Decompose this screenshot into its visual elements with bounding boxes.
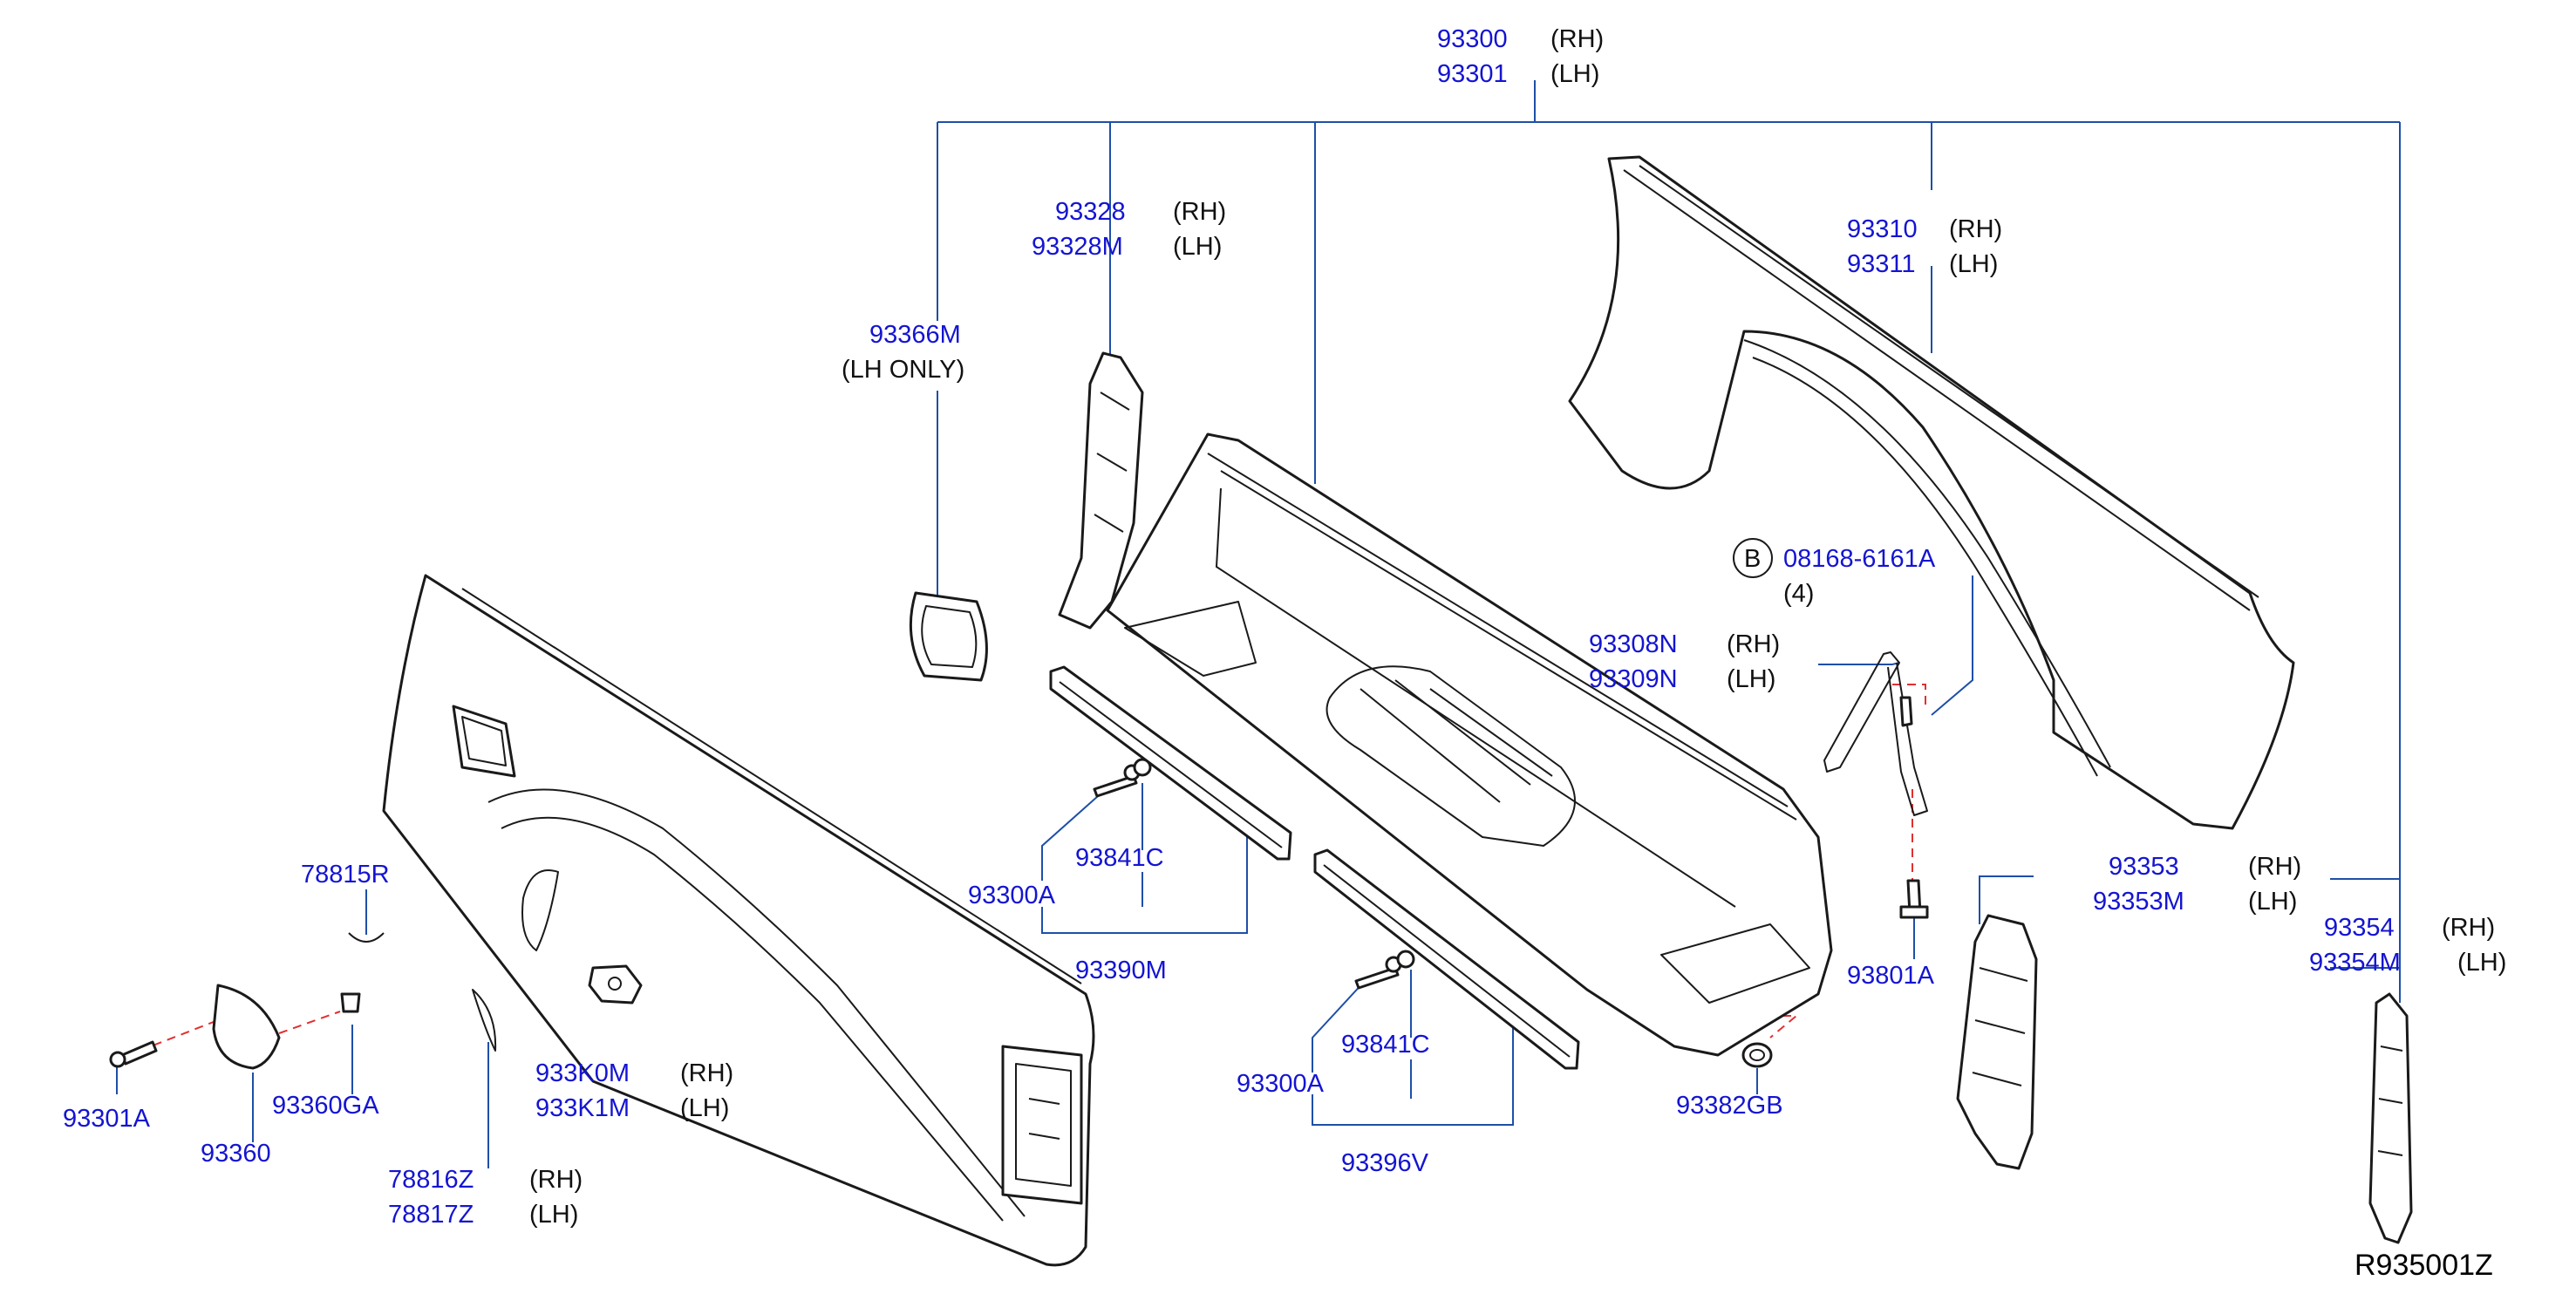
quantity-08168-6161A: (4) [1783, 580, 1814, 608]
screw-93301A [109, 1040, 158, 1068]
side-93311: (LH) [1949, 250, 1998, 278]
left-side-outer-panel [382, 574, 1095, 1267]
corner-stake-rear [1956, 914, 2038, 1170]
part-number-93841C-upper[interactable]: 93841C [1075, 844, 1164, 872]
side-93353: (RH) [2248, 853, 2301, 881]
part-number-93328[interactable]: 93328 [1055, 198, 1126, 226]
part-number-93300A-upper[interactable]: 93300A [968, 882, 1056, 909]
inner-bed-panel [1106, 432, 1833, 1057]
side-93309N: (LH) [1727, 665, 1775, 693]
bracket-933K0M [588, 964, 643, 1005]
bed-side-rail-upper [1049, 665, 1292, 861]
side-93310: (RH) [1949, 215, 2002, 243]
right-side-outer-panel [1568, 155, 2295, 830]
side-933K1M: (LH) [680, 1094, 729, 1122]
side-93353M: (LH) [2248, 888, 2297, 916]
bolt-symbol-b [1733, 538, 1773, 578]
part-number-933K0M[interactable]: 933K0M [535, 1059, 630, 1087]
part-number-93366M[interactable]: 93366M [869, 321, 961, 349]
side-93328: (RH) [1173, 198, 1226, 226]
part-number-93300[interactable]: 93300 [1437, 25, 1508, 53]
side-78816Z: (RH) [529, 1166, 583, 1194]
part-number-93390M[interactable]: 93390M [1075, 957, 1167, 984]
part-number-93360[interactable]: 93360 [201, 1140, 271, 1168]
part-number-93841C-lower[interactable]: 93841C [1341, 1031, 1430, 1059]
side-93328M: (LH) [1173, 233, 1222, 261]
corner-stake-front [2368, 992, 2413, 1244]
part-number-93300A-lower[interactable]: 93300A [1237, 1070, 1325, 1098]
seal-78816Z [472, 989, 497, 1052]
side-93354M: (LH) [2457, 949, 2506, 977]
part-number-93301[interactable]: 93301 [1437, 60, 1508, 88]
side-93300: (RH) [1550, 25, 1604, 53]
clip-78815R [348, 932, 385, 943]
bolt-symbol-letter: B [1744, 545, 1761, 573]
part-illustrations [109, 155, 2413, 1267]
part-number-78817Z[interactable]: 78817Z [388, 1201, 474, 1229]
part-number-93308N[interactable]: 93308N [1589, 630, 1678, 658]
part-number-93301A[interactable]: 93301A [63, 1105, 151, 1133]
stake-pocket-cap [909, 591, 988, 682]
side-78817Z: (LH) [529, 1201, 578, 1229]
clip-93360GA [340, 992, 361, 1013]
tie-down-strap [1823, 651, 1928, 816]
note-93366M: (LH ONLY) [842, 356, 964, 384]
labels: 93300 (RH) 93301 (LH) 93328 (RH) 93328M … [63, 25, 2506, 1282]
part-number-93396V[interactable]: 93396V [1341, 1149, 1429, 1177]
part-number-933K1M[interactable]: 933K1M [535, 1094, 630, 1122]
corner-stake-inner [1058, 351, 1144, 630]
side-93354: (RH) [2442, 914, 2495, 942]
part-number-08168-6161A[interactable]: 08168-6161A [1783, 545, 1936, 573]
screw-93300A-upper [1093, 758, 1152, 798]
fuel-filler-lid [212, 984, 281, 1070]
part-number-78815R[interactable]: 78815R [301, 861, 390, 889]
part-number-93309N[interactable]: 93309N [1589, 665, 1678, 693]
grommet-93382GB [1741, 1042, 1773, 1068]
bed-side-rail-lower [1313, 848, 1580, 1070]
part-number-93382GB[interactable]: 93382GB [1676, 1092, 1783, 1120]
part-number-93353[interactable]: 93353 [2109, 853, 2179, 881]
part-number-93328M[interactable]: 93328M [1032, 233, 1123, 261]
part-number-93360GA[interactable]: 93360GA [272, 1092, 379, 1120]
part-number-93353M[interactable]: 93353M [2093, 888, 2184, 916]
part-number-93310[interactable]: 93310 [1847, 215, 1918, 243]
part-number-78816Z[interactable]: 78816Z [388, 1166, 474, 1194]
side-93308N: (RH) [1727, 630, 1780, 658]
screw-93300A-lower [1354, 950, 1415, 990]
part-number-93311[interactable]: 93311 [1847, 250, 1916, 278]
part-number-93354[interactable]: 93354 [2324, 914, 2395, 942]
part-number-93801A[interactable]: 93801A [1847, 962, 1935, 990]
diagram-reference-code: R935001Z [2355, 1249, 2493, 1282]
side-933K0M: (RH) [680, 1059, 733, 1087]
side-93301: (LH) [1550, 60, 1599, 88]
bolt-93801A [1899, 879, 1929, 919]
part-number-93354M[interactable]: 93354M [2309, 949, 2401, 977]
